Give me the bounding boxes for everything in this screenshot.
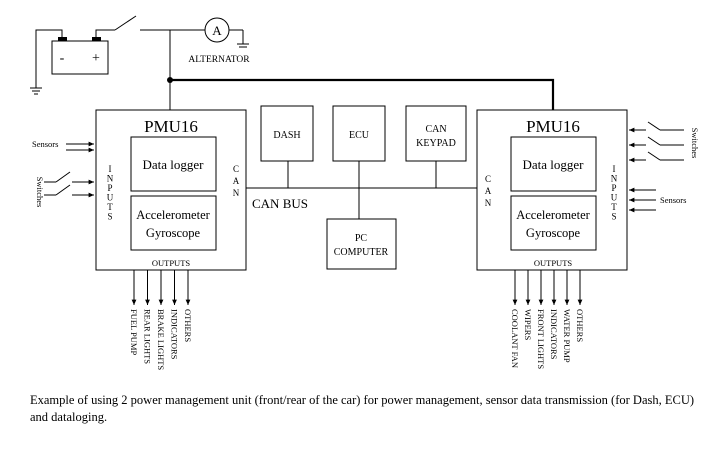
- pmu-right: PMU16 Data logger Accelerometer Gyroscop…: [476, 109, 628, 271]
- pmu-left-inputs-letter: I: [109, 164, 112, 174]
- pmu-right-inputs-letter: I: [613, 164, 616, 174]
- can-keypad-line2: KEYPAD: [416, 138, 456, 149]
- right-output-label: FRONT LIGHTS: [536, 309, 546, 369]
- pmu-left-outputs-label: OUTPUTS: [152, 258, 191, 268]
- can-keypad-box: CAN KEYPAD: [405, 105, 467, 188]
- pmu-left-can-letter: A: [233, 176, 240, 186]
- pmu-left-can-label: CAN: [233, 164, 240, 198]
- pmu-left-gyroscope: Gyroscope: [146, 226, 201, 240]
- pmu-left-can-letter: N: [233, 188, 240, 198]
- pmu-right-gyroscope: Gyroscope: [526, 226, 581, 240]
- pmu-left-title: PMU16: [144, 117, 198, 136]
- pc-computer-box: PC COMPUTER: [326, 218, 397, 270]
- left-output-label: OTHERS: [183, 309, 193, 342]
- can-bus: CAN BUS: [246, 187, 477, 211]
- pmu-right-inputs-letter: S: [611, 212, 616, 222]
- right-output-label: OTHERS: [575, 309, 585, 342]
- right-output-label: INDICATORS: [549, 309, 559, 360]
- ecu-label: ECU: [349, 130, 370, 141]
- can-keypad-line1: CAN: [425, 124, 446, 135]
- pmu-right-data-logger: Data logger: [522, 157, 584, 172]
- pmu-left-data-logger: Data logger: [142, 157, 204, 172]
- alternator-label: ALTERNATOR: [188, 55, 250, 65]
- left-sensor-inputs: Sensors: [32, 139, 94, 153]
- pmu-right-can-label: CAN: [485, 174, 492, 208]
- left-output-label: INDICATORS: [170, 309, 180, 360]
- left-switches-label: Switches: [35, 177, 45, 208]
- left-output-label: REAR LIGHTS: [143, 309, 153, 364]
- right-switch-inputs: Switches: [629, 121, 700, 163]
- battery-minus-label: -: [60, 51, 65, 66]
- pmu-right-title: PMU16: [526, 117, 580, 136]
- pmu-left-inputs-letter: S: [107, 212, 112, 222]
- pmu-right-can-letter: N: [485, 198, 492, 208]
- pmu-left-accelerometer: Accelerometer: [136, 208, 210, 222]
- pmu-right-can-letter: A: [485, 186, 492, 196]
- left-switch-inputs: Switches: [35, 171, 94, 208]
- battery: - +: [51, 37, 109, 75]
- left-output-label: FUEL PUMP: [129, 309, 139, 355]
- power-bus: [167, 30, 555, 110]
- pmu-left: PMU16 Data logger Accelerometer Gyroscop…: [95, 109, 247, 271]
- pmu-right-inputs-letter: P: [611, 183, 616, 193]
- right-output-label: WIPERS: [523, 309, 533, 340]
- pmu-right-can-letter: C: [485, 174, 491, 184]
- dash-box: DASH: [260, 105, 314, 188]
- ground-icon: [30, 29, 63, 95]
- pmu-right-inputs-letter: T: [611, 202, 617, 212]
- pmu-right-outputs-label: OUTPUTS: [534, 258, 573, 268]
- right-sensors-label: Sensors: [660, 195, 686, 205]
- dash-label: DASH: [273, 130, 300, 141]
- pmu-left-inputs-letter: P: [107, 183, 112, 193]
- pmu-right-inputs-letter: N: [611, 174, 618, 184]
- ammeter: A: [204, 17, 230, 43]
- can-bus-label: CAN BUS: [252, 196, 308, 211]
- battery-plus-label: +: [92, 51, 100, 66]
- pmu-left-can-letter: C: [233, 164, 239, 174]
- right-output-label: WATER PUMP: [562, 309, 572, 363]
- pmu-left-inputs-letter: N: [107, 174, 114, 184]
- right-output-label: COOLANT FAN: [510, 309, 520, 368]
- pc-line2: COMPUTER: [334, 247, 389, 258]
- pc-line1: PC: [355, 233, 368, 244]
- ecu-box: ECU: [332, 105, 386, 219]
- ammeter-symbol: A: [212, 23, 222, 38]
- pmu-right-inputs-letter: U: [611, 193, 618, 203]
- pmu-left-inputs-letter: T: [107, 202, 113, 212]
- pmu-left-inputs-letter: U: [107, 193, 114, 203]
- left-output-label: BRAKE LIGHTS: [156, 309, 166, 370]
- figure-caption: Example of using 2 power management unit…: [30, 393, 695, 424]
- right-switches-label: Switches: [690, 128, 700, 159]
- pmu-right-accelerometer: Accelerometer: [516, 208, 590, 222]
- right-sensor-inputs: Sensors: [629, 187, 686, 213]
- left-sensors-label: Sensors: [32, 139, 58, 149]
- alternator-ground-icon: [229, 29, 249, 48]
